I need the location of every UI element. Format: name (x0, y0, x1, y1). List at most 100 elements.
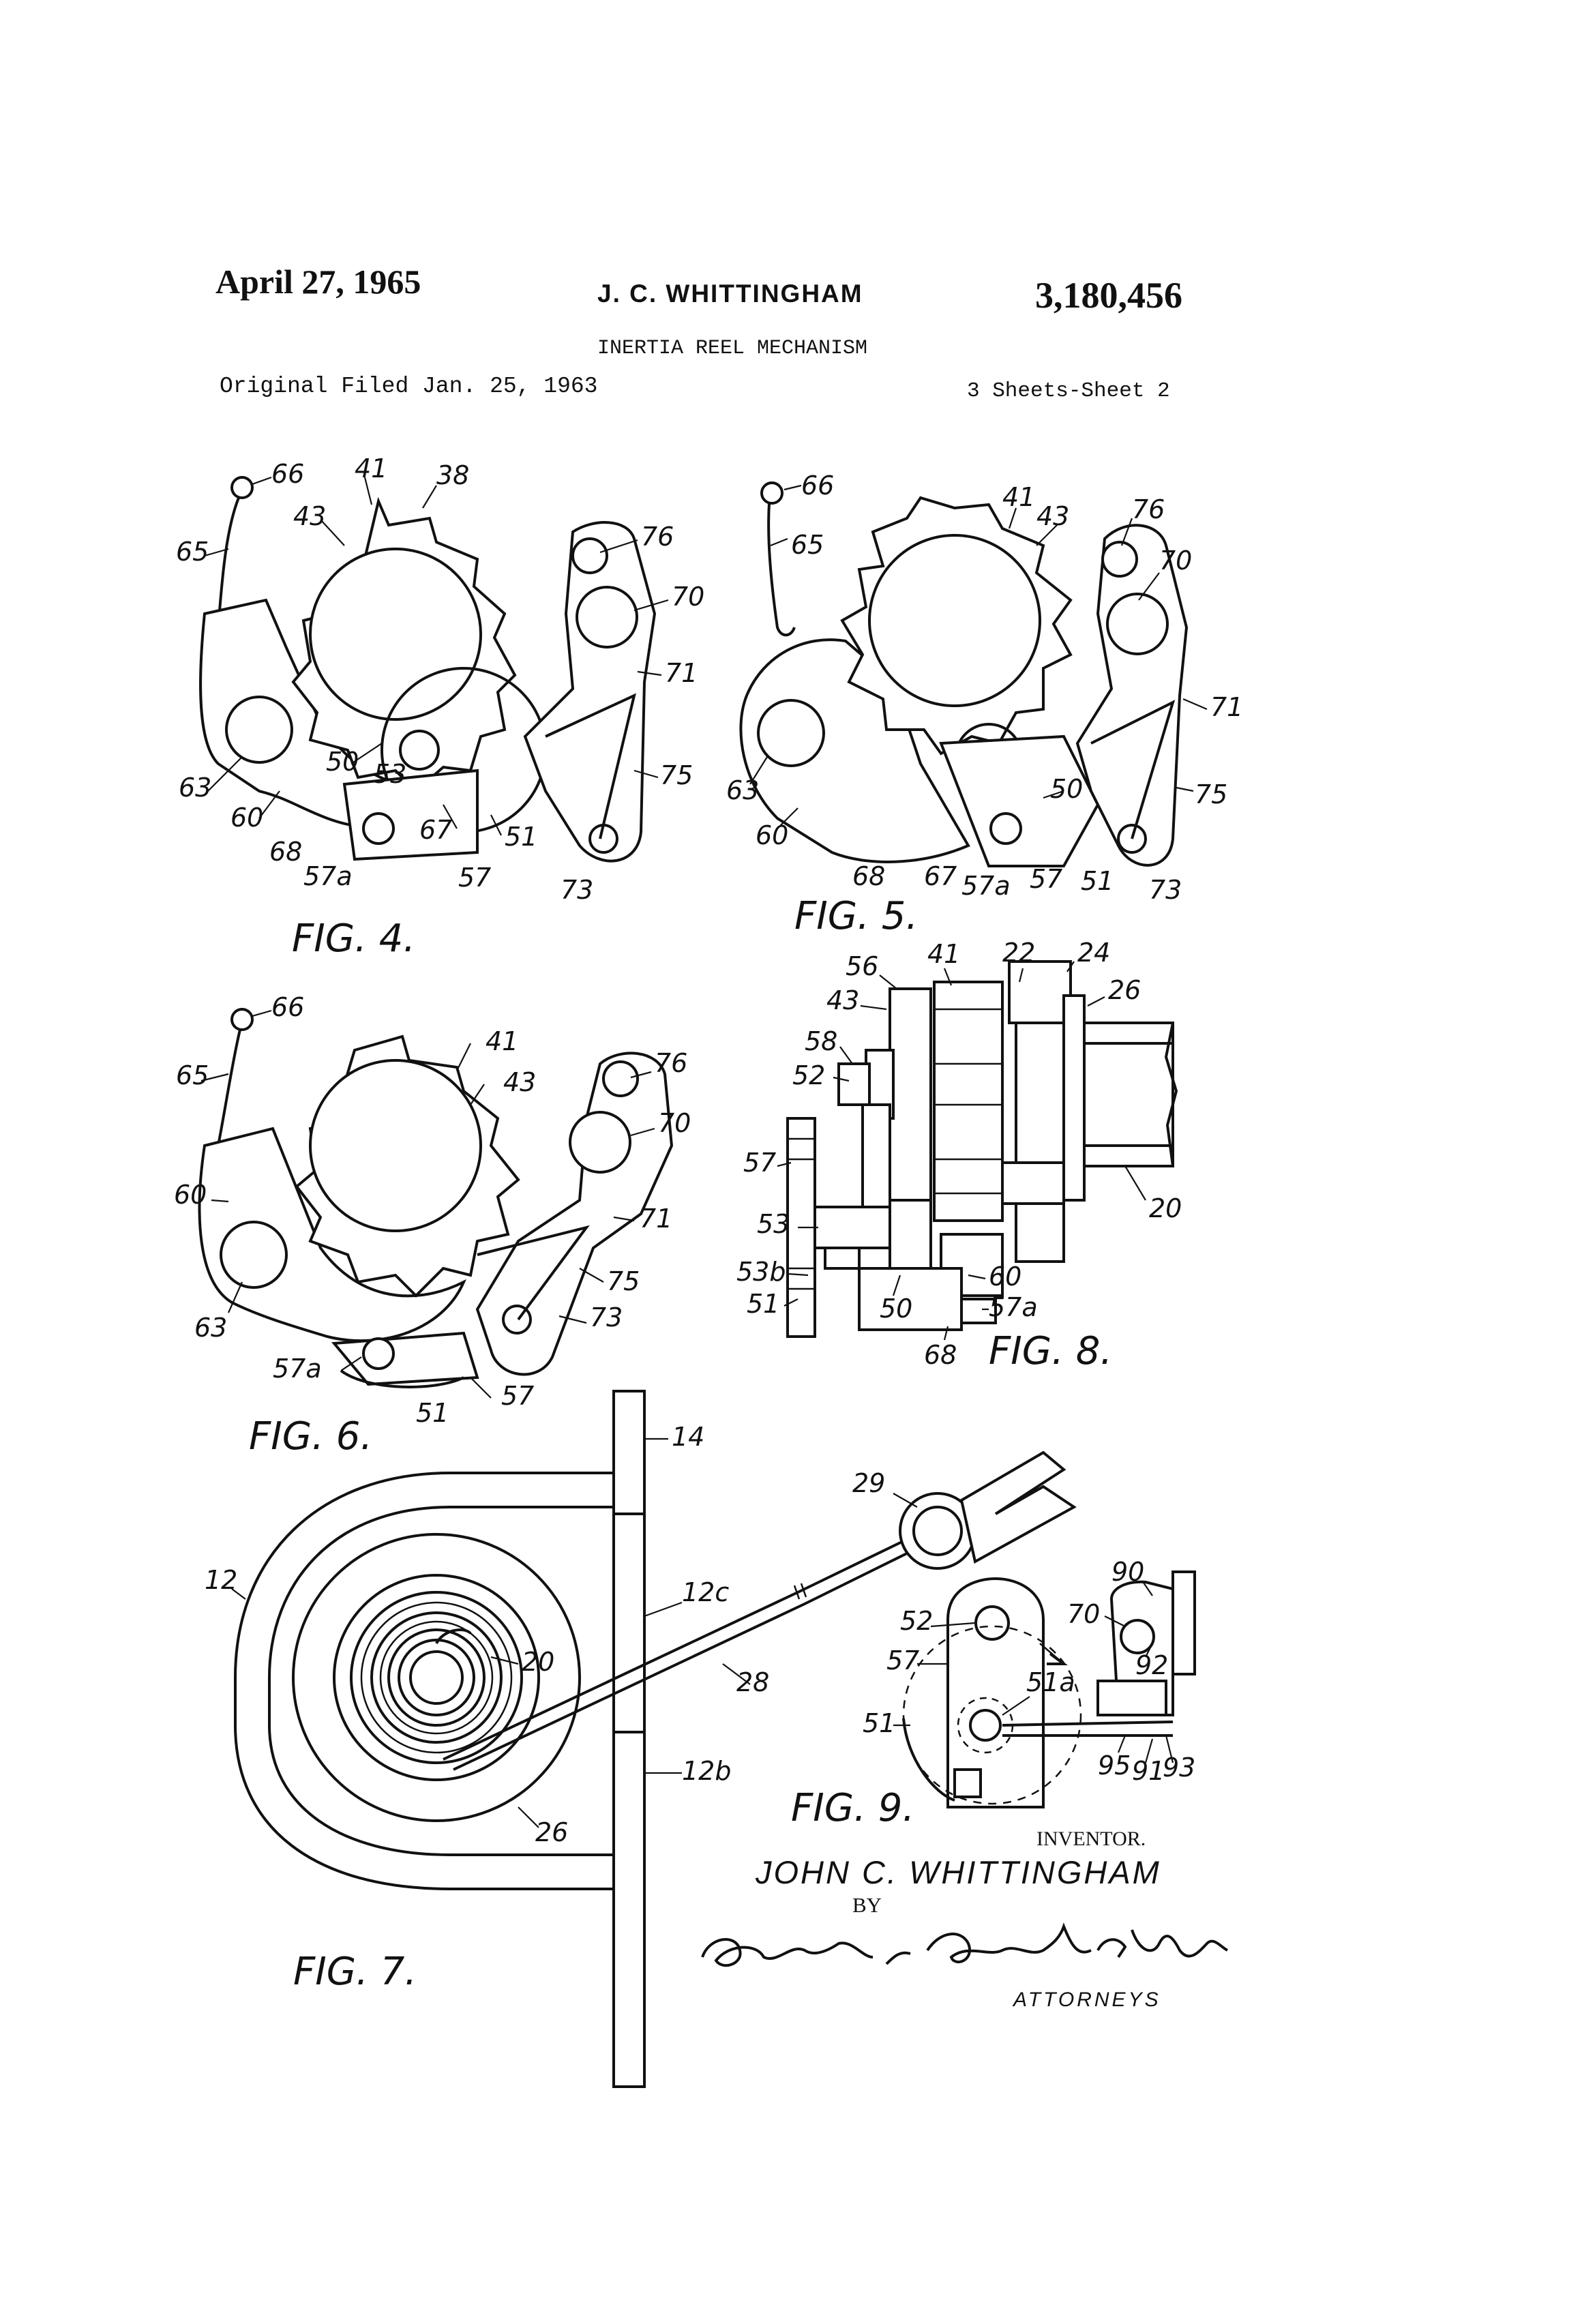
fig6-label-51: 51 (416, 1398, 449, 1428)
fig8-label-43: 43 (826, 985, 859, 1015)
fig5-label-43: 43 (1036, 501, 1069, 531)
fig5-label-41: 41 (1002, 482, 1035, 512)
fig4-label-73: 73 (561, 875, 593, 905)
fig8-label-58: 58 (805, 1026, 837, 1056)
inventor-name: JOHN C. WHITTINGHAM (756, 1853, 1161, 1891)
by-label: BY (852, 1893, 882, 1918)
fig5-label-51: 51 (1081, 866, 1114, 896)
fig4-label-51: 51 (505, 822, 537, 852)
fig6-label-63: 63 (194, 1313, 227, 1343)
fig5-label-68: 68 (852, 861, 885, 891)
fig6-label-43: 43 (503, 1067, 536, 1097)
fig7-label-29: 29 (852, 1468, 885, 1498)
attorney-signature (702, 1926, 1227, 1965)
fig4-label-65: 65 (176, 537, 209, 567)
fig4-label-43: 43 (293, 501, 326, 531)
fig8-label-51: 51 (747, 1289, 779, 1319)
fig5-label-57: 57 (1030, 864, 1062, 894)
fig6-label-75: 75 (607, 1266, 640, 1296)
fig4-label-63: 63 (179, 773, 211, 803)
fig4-label-57a: 57a (303, 861, 353, 891)
attorneys-label: ATTORNEYS (1013, 1988, 1161, 2012)
fig7-label-12: 12 (205, 1565, 237, 1595)
fig9-label-70: 70 (1067, 1599, 1100, 1629)
fig4-label-75: 75 (660, 760, 693, 790)
fig6-label-66: 66 (271, 992, 304, 1022)
fig9-label-92: 92 (1135, 1650, 1168, 1680)
figure-8 (777, 962, 1176, 1340)
fig5-label-76: 76 (1132, 494, 1165, 524)
fig7-label-20: 20 (522, 1647, 554, 1677)
fig5-label-50: 50 (1050, 774, 1083, 804)
fig6-label-76: 76 (655, 1048, 687, 1078)
fig4-label-38: 38 (436, 460, 469, 490)
fig8-label-26: 26 (1108, 975, 1141, 1005)
fig9-label-57: 57 (886, 1645, 919, 1675)
fig7-caption: FIG. 7. (293, 1950, 417, 1994)
fig4-label-53: 53 (374, 759, 406, 789)
fig6-label-57: 57 (501, 1381, 534, 1411)
fig5-label-65: 65 (791, 530, 824, 560)
figure-6 (200, 1009, 672, 1398)
fig4-label-76: 76 (641, 522, 674, 552)
fig8-label-22: 22 (1002, 938, 1035, 968)
fig8-label-24: 24 (1077, 938, 1110, 968)
fig4-label-68: 68 (269, 837, 302, 867)
fig8-label-56: 56 (846, 951, 878, 981)
fig5-label-75: 75 (1195, 779, 1227, 809)
fig5-label-66: 66 (801, 471, 834, 501)
fig4-label-60: 60 (230, 803, 263, 833)
fig8-label-20: 20 (1149, 1193, 1182, 1223)
fig6-label-60: 60 (174, 1180, 207, 1210)
fig4-label-57: 57 (458, 863, 491, 893)
fig8-label-53: 53 (757, 1209, 790, 1239)
figure-4 (200, 477, 668, 861)
fig6-label-65: 65 (176, 1060, 209, 1090)
fig4-label-67: 67 (419, 815, 452, 845)
fig8-label-68: 68 (924, 1340, 957, 1370)
fig7-label-14: 14 (672, 1422, 704, 1452)
fig5-label-57a: 57a (961, 871, 1011, 901)
fig4-label-71: 71 (665, 658, 698, 688)
fig9-label-91: 91 (1132, 1756, 1165, 1786)
fig6-label-70: 70 (658, 1108, 691, 1138)
fig5-label-67: 67 (924, 861, 957, 891)
fig4-caption: FIG. 4. (292, 917, 415, 961)
fig4-label-66: 66 (271, 459, 304, 489)
fig8-caption: FIG. 8. (989, 1329, 1112, 1373)
fig9-caption: FIG. 9. (791, 1786, 914, 1830)
fig9-label-52: 52 (900, 1606, 933, 1636)
fig6-label-57a: 57a (273, 1354, 322, 1384)
fig4-label-70: 70 (672, 582, 704, 612)
fig5-label-63: 63 (726, 775, 759, 805)
fig6-caption: FIG. 6. (249, 1414, 372, 1459)
fig8-label-52: 52 (792, 1060, 825, 1090)
fig9-label-95: 95 (1098, 1751, 1131, 1781)
fig5-label-71: 71 (1210, 692, 1243, 722)
fig6-label-41: 41 (486, 1026, 518, 1056)
fig9-label-51: 51 (863, 1708, 895, 1738)
fig6-label-71: 71 (640, 1204, 672, 1234)
fig7-label-12b: 12b (682, 1756, 731, 1786)
fig6-label-73: 73 (590, 1302, 623, 1332)
fig7-label-12c: 12c (682, 1577, 729, 1607)
inventor-label: INVENTOR. (1036, 1828, 1146, 1851)
fig9-label-90: 90 (1111, 1557, 1144, 1587)
fig8-label-57a: 57a (989, 1292, 1038, 1322)
fig5-label-70: 70 (1159, 546, 1192, 576)
fig8-label-41: 41 (927, 939, 960, 969)
fig7-label-28: 28 (736, 1667, 769, 1697)
fig9-label-51a: 51a (1026, 1667, 1075, 1697)
fig5-caption: FIG. 5. (794, 894, 918, 938)
fig7-label-26: 26 (535, 1817, 568, 1847)
fig8-label-53b: 53b (736, 1257, 786, 1287)
fig5-label-60: 60 (756, 820, 788, 850)
fig8-label-60: 60 (989, 1262, 1021, 1292)
fig4-label-50: 50 (326, 747, 359, 777)
fig4-label-41: 41 (355, 453, 387, 483)
fig9-label-93: 93 (1163, 1753, 1195, 1783)
fig8-label-57: 57 (743, 1148, 776, 1178)
fig5-label-73: 73 (1149, 875, 1182, 905)
fig8-label-50: 50 (880, 1294, 912, 1324)
